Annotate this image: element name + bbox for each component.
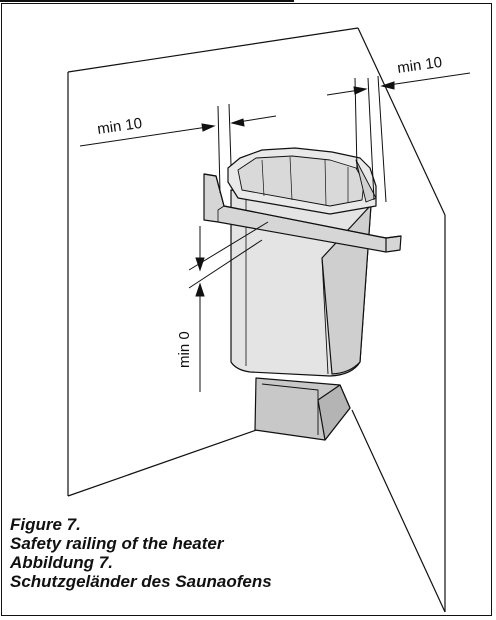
right-clearance-dimension xyxy=(326,72,471,203)
caption-title-en: Safety railing of the heater xyxy=(10,534,224,553)
left-clearance-label: min 10 xyxy=(96,115,143,138)
figure-frame xyxy=(1,3,492,616)
top-rule xyxy=(0,0,294,2)
caption-figure-en: Figure 7. xyxy=(10,515,81,534)
figure-caption: Figure 7. Safety railing of the heater A… xyxy=(10,515,480,591)
right-clearance-label: min 10 xyxy=(396,54,443,77)
sauna-heater xyxy=(203,147,402,441)
vertical-clearance-dimension xyxy=(188,221,269,392)
caption-title-de: Schutzgeländer des Saunaofens xyxy=(10,572,272,591)
wall xyxy=(67,27,446,613)
left-clearance-dimension xyxy=(79,103,277,194)
caption-figure-de: Abbildung 7. xyxy=(10,553,113,572)
vertical-clearance-label: min 0 xyxy=(176,331,193,368)
